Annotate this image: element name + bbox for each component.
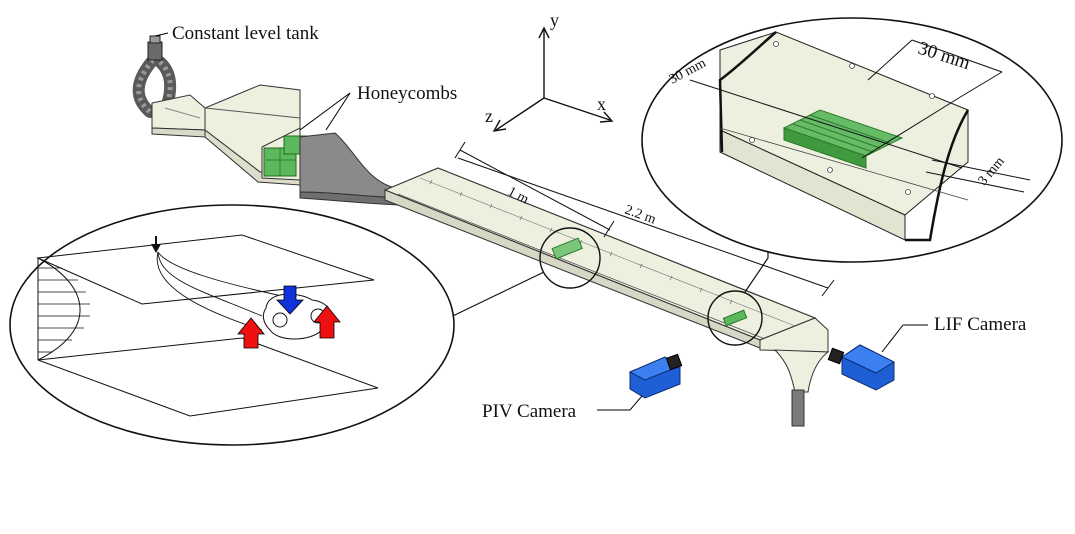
- drain-pipe: [791, 389, 805, 427]
- zoom-circle-near: [539, 227, 601, 289]
- lif-leader-diag: [881, 324, 904, 353]
- coordinate-axes: [492, 26, 614, 132]
- dimension-label-2-2m: 2.2 m: [623, 203, 658, 228]
- outlet-section: [759, 317, 830, 427]
- lif-camera: [827, 344, 896, 391]
- upwash-arrow-red-right: [313, 305, 341, 339]
- label-honeycombs: Honeycombs: [357, 83, 457, 104]
- test-plate-1m: [551, 237, 583, 260]
- velocity-profile: [37, 257, 81, 361]
- right-inset: [641, 17, 1063, 263]
- inset-plane-top: [36, 234, 375, 305]
- honeycomb-leader-1: [299, 92, 351, 131]
- downwash-arrow-blue: [276, 285, 304, 315]
- inset-broken-edge-right: [905, 109, 970, 242]
- inset-broken-edge-left: [718, 31, 777, 153]
- inlet-box: [151, 94, 206, 138]
- zoom-circle-far: [707, 290, 763, 346]
- axis-label-x: x: [597, 94, 606, 114]
- tank-leader-line: [154, 32, 169, 37]
- inset-plane-bottom: [37, 337, 379, 417]
- axis-label-y: y: [550, 10, 559, 30]
- axis-label-z: z: [485, 106, 493, 126]
- velocity-profile-lines: [38, 267, 90, 353]
- label-constant-level-tank: Constant level tank: [172, 23, 319, 44]
- honeycomb-leader-2: [325, 92, 351, 131]
- piv-leader-diag: [629, 395, 643, 411]
- label-lif-camera: LIF Camera: [934, 314, 1027, 335]
- injection-arrow: [151, 244, 161, 253]
- left-inset: [9, 204, 455, 446]
- contraction-section: [299, 132, 399, 206]
- inset-dimension-lines: [689, 39, 1031, 193]
- channel-ruler-ticks: [429, 179, 733, 305]
- left-inset-ellipse: [9, 204, 455, 446]
- test-plate-2m: [722, 309, 748, 327]
- label-piv-camera: PIV Camera: [482, 401, 577, 422]
- dimension-2-2m: [457, 157, 835, 297]
- dimension-1m: [454, 141, 615, 238]
- upwash-arrow-red-left: [237, 317, 265, 349]
- piv-camera: [628, 353, 683, 399]
- plate-fins: [782, 109, 904, 169]
